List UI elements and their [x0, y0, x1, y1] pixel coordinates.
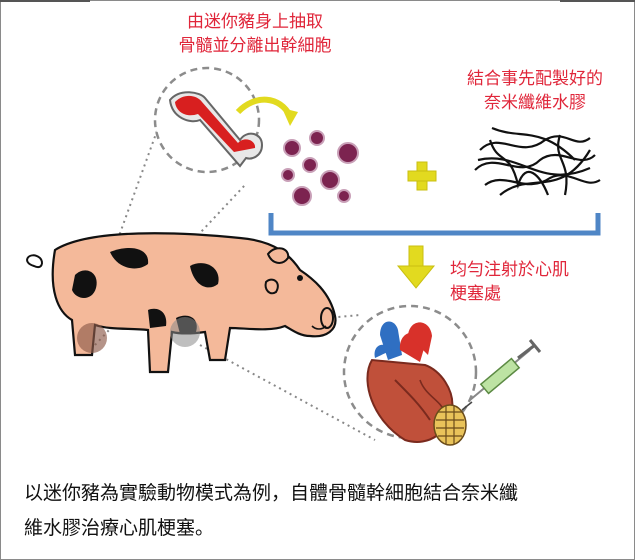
plus-icon	[408, 162, 436, 190]
label-extract-line1: 由迷你豬身上抽取	[150, 10, 360, 34]
combine-bracket	[271, 213, 598, 233]
down-arrow-icon	[398, 246, 434, 288]
label-combine-hydrogel: 結合事先配製好的 奈米纖維水膠	[440, 67, 630, 115]
pig-illustration	[27, 233, 335, 372]
label-combine-line1: 結合事先配製好的	[440, 67, 630, 91]
infarct-patch-icon	[434, 405, 466, 445]
label-inject-line1: 均勻注射於心肌	[450, 258, 569, 282]
label-combine-line2: 奈米纖維水膠	[440, 91, 630, 115]
curved-arrow-head-icon	[282, 108, 298, 126]
figure-caption: 以迷你豬為實驗動物模式為例，自體骨髓幹細胞結合奈米纖 維水膠治療心肌梗塞。	[24, 476, 614, 546]
stem-cells-icon	[282, 131, 358, 205]
caption-line2: 維水膠治療心肌梗塞。	[24, 511, 614, 546]
label-inject-line2: 梗塞處	[450, 282, 569, 306]
label-extract-stem-cells: 由迷你豬身上抽取 骨髓並分離出幹細胞	[150, 10, 360, 58]
label-extract-line2: 骨髓並分離出幹細胞	[150, 34, 360, 58]
nanofiber-icon	[475, 128, 600, 195]
caption-line1: 以迷你豬為實驗動物模式為例，自體骨髓幹細胞結合奈米纖	[24, 476, 614, 511]
label-inject-infarct: 均勻注射於心肌 梗塞處	[450, 258, 569, 306]
